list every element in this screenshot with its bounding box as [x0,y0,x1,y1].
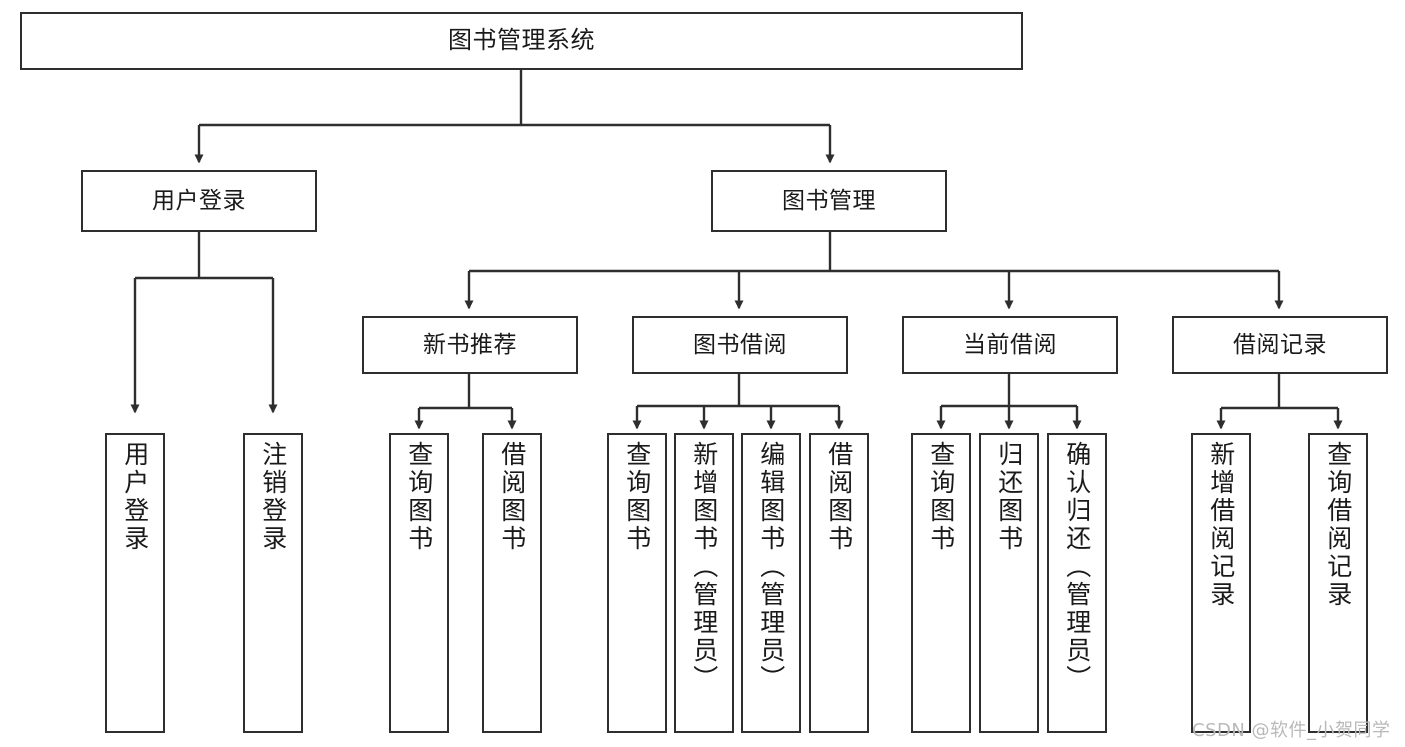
node-borrow-record[interactable]: 借阅记录 [1172,316,1388,374]
node-book-management[interactable]: 图书管理 [711,170,947,232]
node-book-borrow-label: 图书借阅 [693,331,787,358]
node-leaf-return-book[interactable]: 归还图书 [979,433,1039,733]
node-leaf-query-book-2-label: 查询图书 [622,441,652,553]
node-leaf-query-book-1-label: 查询图书 [404,441,434,553]
node-leaf-add-book-label: 新增图书（管理员） [689,441,719,693]
node-leaf-edit-book[interactable]: 编辑图书（管理员） [741,433,801,733]
node-leaf-logout-login-label: 注销登录 [258,441,288,553]
node-root-system[interactable]: 图书管理系统 [20,12,1023,70]
node-leaf-add-record-label: 新增借阅记录 [1206,441,1236,609]
node-user-login[interactable]: 用户登录 [81,170,317,232]
node-book-management-label: 图书管理 [782,187,876,214]
node-leaf-borrow-book-2-label: 借阅图书 [824,441,854,553]
node-leaf-query-book-2[interactable]: 查询图书 [607,433,667,733]
node-leaf-query-record-label: 查询借阅记录 [1323,441,1353,609]
node-leaf-query-book-3-label: 查询图书 [926,441,956,553]
node-leaf-user-login-label: 用户登录 [120,441,150,553]
node-current-borrow[interactable]: 当前借阅 [902,316,1118,374]
node-user-login-label: 用户登录 [152,187,246,214]
node-leaf-return-book-label: 归还图书 [994,441,1024,553]
node-borrow-record-label: 借阅记录 [1233,331,1327,358]
node-leaf-query-book-1[interactable]: 查询图书 [389,433,449,733]
node-root-system-label: 图书管理系统 [448,26,595,55]
node-leaf-user-login[interactable]: 用户登录 [105,433,165,733]
node-leaf-confirm-return[interactable]: 确认归还（管理员） [1047,433,1107,733]
csdn-watermark: CSDN @软件_小贺同学 [1192,720,1391,741]
node-leaf-add-record[interactable]: 新增借阅记录 [1191,433,1251,733]
node-leaf-query-book-3[interactable]: 查询图书 [911,433,971,733]
node-leaf-borrow-book-2[interactable]: 借阅图书 [809,433,869,733]
node-new-book-recommend[interactable]: 新书推荐 [362,316,578,374]
node-leaf-logout-login[interactable]: 注销登录 [243,433,303,733]
node-leaf-add-book[interactable]: 新增图书（管理员） [674,433,734,733]
node-leaf-confirm-return-label: 确认归还（管理员） [1062,441,1092,693]
node-leaf-borrow-book-1-label: 借阅图书 [497,441,527,553]
node-book-borrow[interactable]: 图书借阅 [632,316,848,374]
node-current-borrow-label: 当前借阅 [963,331,1057,358]
node-leaf-edit-book-label: 编辑图书（管理员） [756,441,786,693]
node-leaf-query-record[interactable]: 查询借阅记录 [1308,433,1368,733]
node-new-book-recommend-label: 新书推荐 [423,331,517,358]
node-leaf-borrow-book-1[interactable]: 借阅图书 [482,433,542,733]
